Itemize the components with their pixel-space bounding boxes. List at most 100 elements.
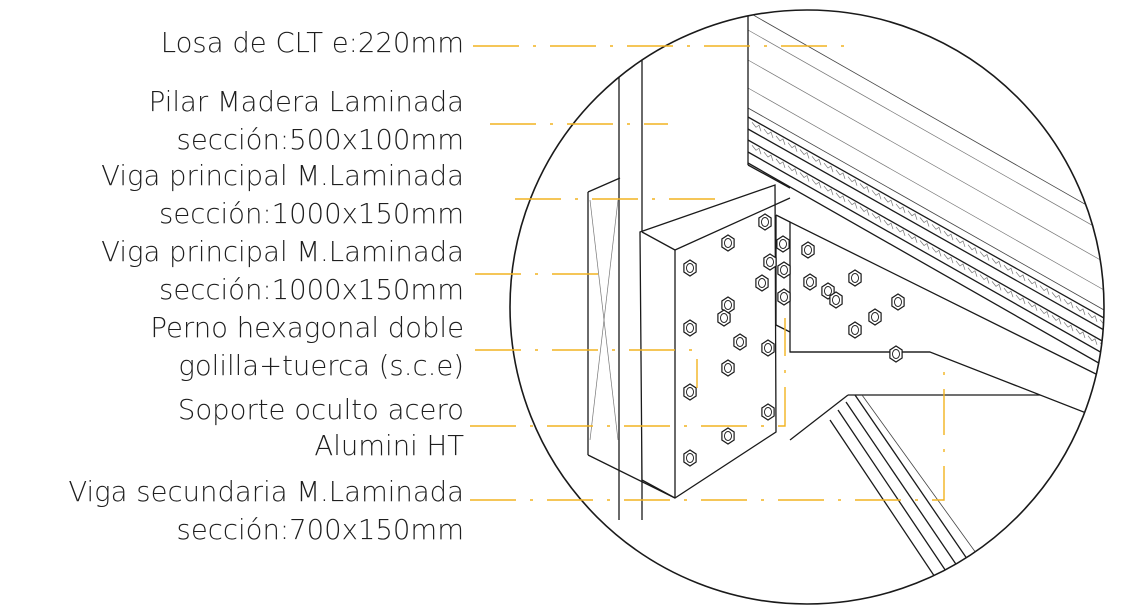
hex-bolt-icon bbox=[891, 293, 905, 311]
wood-grain-mark bbox=[787, 165, 798, 175]
hex-bolt-icon bbox=[683, 319, 697, 337]
label-hex-bolt-line-2: golilla+tuerca (s.c.e) bbox=[178, 350, 464, 382]
hex-bolt-icon bbox=[755, 274, 769, 292]
wood-grain-mark bbox=[1051, 315, 1062, 325]
label-main-beam-2-line-2: sección:1000x150mm bbox=[159, 274, 464, 306]
hex-bolt-icon bbox=[721, 296, 735, 314]
wood-grain-mark bbox=[1075, 328, 1086, 339]
hex-bolt-icon bbox=[777, 288, 791, 306]
hex-bolt-icon bbox=[889, 345, 903, 363]
label-clt-slab: Losa de CLT e:220mm bbox=[161, 25, 464, 61]
wood-grain-mark bbox=[967, 244, 978, 254]
wood-grain-mark bbox=[1015, 294, 1026, 305]
label-glulam-column: Pilar Madera Laminada sección:500x100mm bbox=[149, 84, 464, 158]
bolt-group bbox=[683, 213, 905, 467]
wood-grain-mark bbox=[883, 219, 894, 230]
wood-grain-mark bbox=[763, 151, 774, 162]
label-secondary-beam: Viga secundaria M.Laminada sección:700x1… bbox=[68, 474, 464, 548]
label-main-beam-1-line-2: sección:1000x150mm bbox=[159, 198, 464, 230]
hex-bolt-icon bbox=[776, 235, 790, 253]
wood-grain-mark bbox=[847, 176, 858, 186]
hidden-bracket bbox=[775, 214, 1104, 421]
steel-plate bbox=[639, 184, 791, 499]
leader-lines bbox=[470, 45, 945, 501]
wood-grain-mark bbox=[835, 169, 846, 180]
wood-grain-mark bbox=[799, 149, 810, 159]
label-main-beam-2-line-1: Viga principal M.Laminada bbox=[101, 236, 464, 268]
label-glulam-column-line-1: Pilar Madera Laminada bbox=[148, 86, 464, 118]
detail-circle bbox=[509, 9, 1105, 605]
wood-grain-mark bbox=[1063, 298, 1074, 309]
hex-bolt-icon bbox=[683, 383, 697, 401]
label-secondary-beam-line-2: sección:700x150mm bbox=[176, 514, 464, 546]
clt-slab bbox=[747, 11, 1104, 367]
wood-grain-mark bbox=[1003, 264, 1014, 275]
hex-bolt-icon bbox=[763, 253, 777, 271]
label-main-beam-2: Viga principal M.Laminada sección:1000x1… bbox=[101, 234, 464, 308]
wood-grain-mark bbox=[775, 158, 786, 168]
wood-grain-mark bbox=[991, 281, 1002, 291]
wood-grain-mark bbox=[955, 260, 966, 271]
wood-grain-mark bbox=[931, 224, 942, 234]
wood-grain-mark bbox=[919, 217, 930, 227]
wood-grain-mark bbox=[943, 253, 954, 264]
hex-bolt-icon bbox=[761, 403, 775, 421]
wood-grain-mark bbox=[955, 237, 966, 248]
label-glulam-column-line-2: sección:500x100mm bbox=[176, 124, 464, 156]
wood-grain-mark bbox=[871, 190, 882, 200]
wood-grain-mark bbox=[1027, 278, 1038, 288]
wood-grain-mark bbox=[907, 210, 918, 220]
wood-grain-mark bbox=[967, 267, 978, 277]
wood-grain-mark bbox=[883, 196, 894, 207]
wood-grain-mark bbox=[1039, 308, 1050, 318]
wood-grain-mark bbox=[823, 185, 834, 196]
hex-bolt-icon bbox=[721, 234, 735, 252]
label-main-beam-1-line-1: Viga principal M.Laminada bbox=[101, 160, 464, 192]
wood-grain-mark bbox=[1087, 335, 1098, 345]
hex-bolt-icon bbox=[733, 333, 747, 351]
label-clt-slab-line-1: Losa de CLT e:220mm bbox=[160, 27, 464, 59]
wood-grain-mark bbox=[751, 122, 762, 132]
wood-grain-mark bbox=[1027, 301, 1038, 311]
label-hidden-bracket-line-2: Alumini HT bbox=[314, 430, 464, 462]
wood-grain-mark bbox=[787, 142, 798, 152]
wood-grain-mark bbox=[1003, 287, 1014, 298]
hex-bolt-icon bbox=[848, 269, 862, 287]
wood-grain-mark bbox=[751, 145, 762, 155]
wood-grain-mark bbox=[811, 179, 822, 189]
label-hidden-bracket: Soporte oculto acero Alumini HT bbox=[178, 392, 464, 464]
wood-grain-mark bbox=[895, 203, 906, 214]
wood-grain-mark bbox=[895, 226, 906, 237]
wood-grain-mark bbox=[919, 240, 930, 250]
hex-bolt-icon bbox=[721, 427, 735, 445]
wood-grain-mark bbox=[823, 162, 834, 173]
wood-grain-mark bbox=[1051, 292, 1062, 302]
hex-bolt-icon bbox=[721, 359, 735, 377]
main-beam-face bbox=[747, 12, 791, 189]
wood-grain-mark bbox=[763, 128, 774, 139]
hex-bolt-icon bbox=[683, 259, 697, 277]
wood-grain-mark bbox=[979, 251, 990, 261]
hex-bolt-icon bbox=[801, 241, 815, 259]
wood-grain-mark bbox=[859, 183, 870, 193]
hex-bolt-icon bbox=[777, 261, 791, 279]
hex-bolt-icon bbox=[758, 213, 772, 231]
label-hidden-bracket-line-1: Soporte oculto acero bbox=[177, 394, 464, 426]
hex-bolt-icon bbox=[848, 321, 862, 339]
hex-bolt-icon bbox=[868, 308, 882, 326]
hex-bolt-icon bbox=[829, 291, 843, 309]
hex-bolt-icon bbox=[683, 449, 697, 467]
wood-grain-mark bbox=[931, 247, 942, 257]
wood-grain-mark bbox=[1087, 312, 1098, 322]
wood-grain-mark bbox=[775, 135, 786, 145]
secondary-beam bbox=[789, 394, 1104, 604]
wood-grain-mark bbox=[835, 192, 846, 203]
hex-bolt-icon bbox=[803, 273, 817, 291]
leader-secondary-beam bbox=[470, 365, 945, 501]
hex-bolt-icon bbox=[717, 309, 731, 327]
wood-grain-mark bbox=[943, 230, 954, 241]
wood-grain-mark bbox=[847, 199, 858, 209]
wood-grain-mark bbox=[991, 258, 1002, 268]
wood-grain-mark bbox=[1015, 271, 1026, 282]
